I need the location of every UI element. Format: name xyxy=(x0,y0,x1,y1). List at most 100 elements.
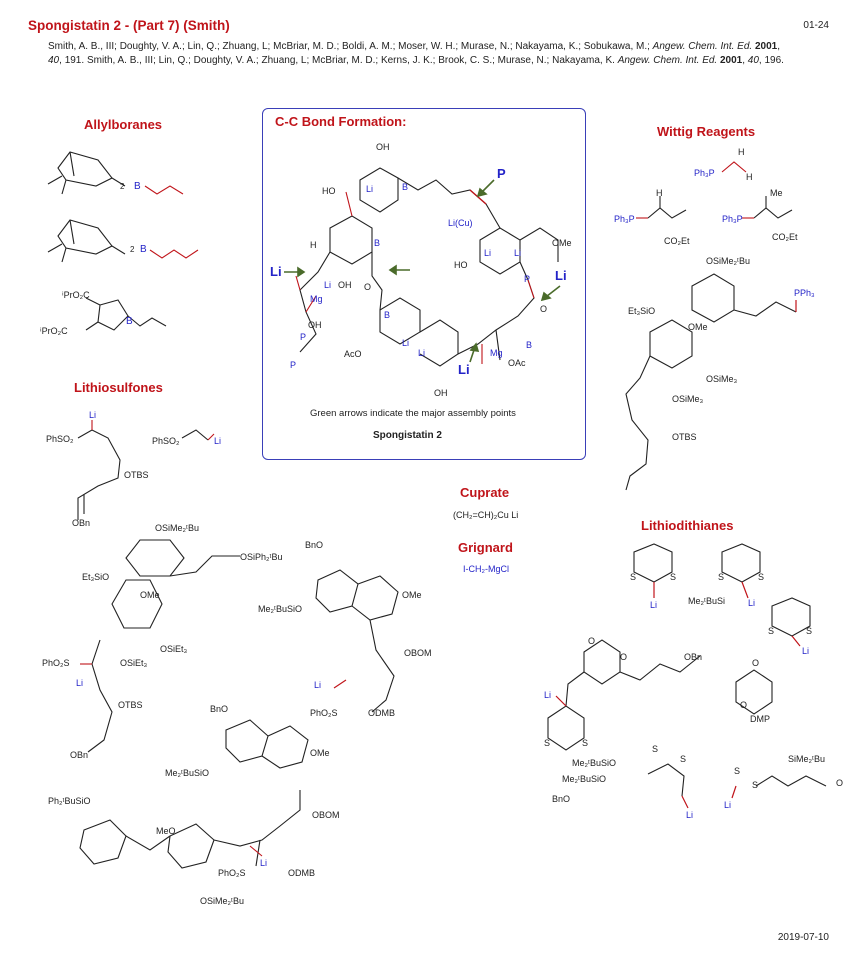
svg-text:B: B xyxy=(374,238,380,248)
svg-text:OBn: OBn xyxy=(684,652,702,662)
svg-text:CO₂Et: CO₂Et xyxy=(664,236,690,246)
svg-text:Li: Li xyxy=(686,810,693,820)
svg-text:Me₂ᵗBuSiO: Me₂ᵗBuSiO xyxy=(258,604,302,614)
svg-text:OSiMe₃: OSiMe₃ xyxy=(672,394,704,404)
svg-text:OAc: OAc xyxy=(508,358,526,368)
ref2-journal: Angew. Chem. Int. Ed. xyxy=(617,55,718,66)
svg-text:S: S xyxy=(680,754,686,764)
svg-text:S: S xyxy=(582,738,588,748)
svg-text:P: P xyxy=(300,332,306,342)
svg-text:OSiPh₂ᵗBu: OSiPh₂ᵗBu xyxy=(240,552,283,562)
svg-text:OTBS: OTBS xyxy=(118,700,143,710)
svg-text:Li: Li xyxy=(89,410,96,420)
heading-lithiosulfones: Lithiosulfones xyxy=(74,380,163,395)
svg-text:Ph₂ᵗBuSiO: Ph₂ᵗBuSiO xyxy=(48,796,91,806)
ref1-vol: 40 xyxy=(48,55,60,66)
svg-text:ODMB: ODMB xyxy=(368,708,395,718)
svg-text:S: S xyxy=(758,572,764,582)
svg-text:Li: Li xyxy=(484,248,491,258)
svg-text:H: H xyxy=(746,172,753,182)
svg-text:PPh₃: PPh₃ xyxy=(794,288,815,298)
svg-text:S: S xyxy=(544,738,550,748)
heading-allylboranes: Allylboranes xyxy=(84,117,163,132)
svg-text:MeO: MeO xyxy=(156,826,176,836)
svg-text:OSiMe₂ᵗBu: OSiMe₂ᵗBu xyxy=(200,896,244,906)
svg-text:OMe: OMe xyxy=(402,590,422,600)
fragment-middle-spiroketal xyxy=(315,569,399,713)
lithiosulfone-2 xyxy=(181,429,209,441)
allylborane-pinane-2 xyxy=(47,219,126,263)
svg-text:AcO: AcO xyxy=(344,349,362,359)
svg-text:Li: Li xyxy=(514,248,521,258)
svg-text:PhO₂S: PhO₂S xyxy=(42,658,70,668)
fragment-bottom-large xyxy=(79,719,309,869)
svg-text:Li: Li xyxy=(802,646,809,656)
svg-text:B: B xyxy=(402,182,408,192)
svg-text:OSiMe₃: OSiMe₃ xyxy=(706,374,738,384)
svg-text:Li: Li xyxy=(650,600,657,610)
svg-text:HO: HO xyxy=(454,260,468,270)
svg-text:Me₂ᵗBuSiO: Me₂ᵗBuSiO xyxy=(572,758,616,768)
lithiosulfone-1 xyxy=(77,429,121,520)
ref2-page: 196. xyxy=(764,55,784,66)
footer-date: 2019-07-10 xyxy=(777,932,829,943)
svg-text:OTBS: OTBS xyxy=(124,470,149,480)
svg-text:OMe: OMe xyxy=(140,590,160,600)
svg-text:PhO₂S: PhO₂S xyxy=(218,868,246,878)
svg-text:PhSO₂: PhSO₂ xyxy=(152,436,180,446)
ref2-year: 2001 xyxy=(719,55,743,66)
svg-text:PhO₂S: PhO₂S xyxy=(310,708,338,718)
svg-text:2: 2 xyxy=(130,245,135,254)
svg-text:BnO: BnO xyxy=(210,704,228,714)
svg-text:OH: OH xyxy=(434,388,448,398)
svg-text:BnO: BnO xyxy=(305,540,323,550)
svg-text:S: S xyxy=(630,572,636,582)
svg-text:P: P xyxy=(497,166,506,181)
heading-wittig: Wittig Reagents xyxy=(657,124,756,139)
svg-text:SiMe₂ᵗBu: SiMe₂ᵗBu xyxy=(788,754,825,764)
svg-text:Li: Li xyxy=(214,436,221,446)
svg-text:ODMB: ODMB xyxy=(288,868,315,878)
svg-text:OBn: OBn xyxy=(70,750,88,760)
svg-text:H: H xyxy=(310,240,317,250)
svg-text:Ph₃P: Ph₃P xyxy=(722,214,743,224)
svg-text:S: S xyxy=(734,766,740,776)
svg-text:B: B xyxy=(526,340,532,350)
svg-text:O: O xyxy=(752,658,759,668)
svg-text:OSiEt₃: OSiEt₃ xyxy=(120,658,148,668)
ref1-journal: Angew. Chem. Int. Ed. xyxy=(652,41,753,52)
allylborane-pinane-1 xyxy=(47,151,126,195)
compound-name: Spongistatin 2 xyxy=(373,430,442,441)
ref2-authors: Smith, A. B., III; Lin, Q.; Doughty, V. … xyxy=(86,55,615,66)
svg-text:OSiMe₂ᵗBu: OSiMe₂ᵗBu xyxy=(706,256,750,266)
svg-text:ⁱPrO₂C: ⁱPrO₂C xyxy=(62,290,90,300)
svg-text:Li: Li xyxy=(402,338,409,348)
svg-text:ⁱPrO₂C: ⁱPrO₂C xyxy=(40,326,68,336)
svg-text:P: P xyxy=(524,274,530,284)
svg-text:OSiEt₃: OSiEt₃ xyxy=(160,644,188,654)
svg-text:OSiMe₂ᵗBu: OSiMe₂ᵗBu xyxy=(155,523,199,533)
page-number: 01-24 xyxy=(803,20,829,31)
svg-text:OH: OH xyxy=(308,320,322,330)
svg-text:OMe: OMe xyxy=(552,238,572,248)
svg-text:Li: Li xyxy=(418,348,425,358)
svg-text:BnO: BnO xyxy=(552,794,570,804)
svg-text:Li: Li xyxy=(544,690,551,700)
svg-text:Et₃SiO: Et₃SiO xyxy=(628,306,655,316)
svg-text:H: H xyxy=(656,188,663,198)
svg-text:O: O xyxy=(364,282,371,292)
svg-text:OH: OH xyxy=(376,142,390,152)
svg-text:S: S xyxy=(768,626,774,636)
svg-text:Me₂ᵗBuSiO: Me₂ᵗBuSiO xyxy=(165,768,209,778)
heading-lithiodithianes: Lithiodithianes xyxy=(641,518,734,533)
svg-text:DMP: DMP xyxy=(750,714,770,724)
cuprate-formula: (CH₂=CH)₂Cu Li xyxy=(453,510,519,520)
svg-text:Me₂ᵗBuSiO: Me₂ᵗBuSiO xyxy=(562,774,606,784)
svg-text:OMe: OMe xyxy=(688,322,708,332)
svg-text:Li: Li xyxy=(555,268,567,283)
svg-text:O: O xyxy=(836,778,843,788)
svg-text:B: B xyxy=(140,244,147,255)
svg-text:OTBS: OTBS xyxy=(672,432,697,442)
svg-text:O: O xyxy=(540,304,547,314)
svg-text:B: B xyxy=(126,316,133,327)
